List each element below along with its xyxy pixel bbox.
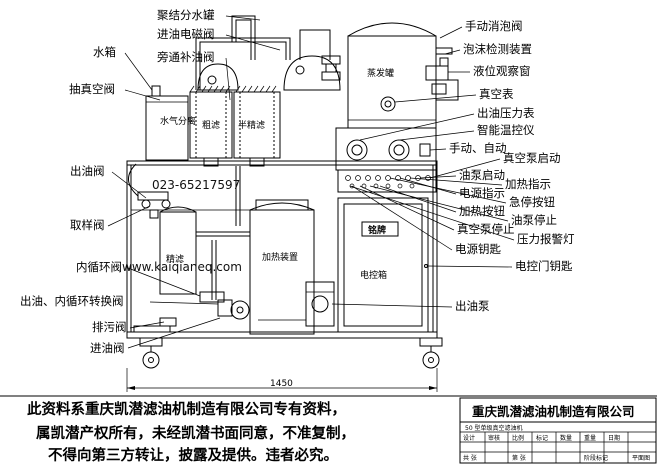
label-vacuum-valve: 抽真空阀: [69, 82, 115, 96]
label-emergency-stop: 急停按钮: [509, 195, 555, 209]
label-heating-button: 加热按钮: [459, 204, 505, 218]
label-power-key: 电源钥匙: [455, 242, 501, 256]
label-outlet-pressure-gauge: 出油压力表: [477, 106, 535, 120]
label-foam-detector: 泡沫检测装置: [463, 42, 532, 56]
machine-drawing: 蒸发罐 水气分离 粗滤: [126, 15, 459, 369]
label-outlet-valve: 出油阀: [70, 164, 105, 178]
title-cell-stage: 阶段标记: [584, 454, 608, 462]
label-oil-pump-stop: 油泵停止: [511, 213, 557, 227]
title-cell-scale: 比例: [512, 434, 524, 442]
vessel-top-left: [197, 63, 239, 91]
coarse-filter-label: 粗滤: [202, 119, 220, 131]
coarse-filter: 粗滤: [189, 91, 233, 167]
label-manual-auto: 手动、自动: [449, 141, 507, 155]
label-coalescing-separator: 聚结分水罐: [157, 8, 215, 22]
title-cell-mark: 标记: [536, 434, 548, 442]
heater-label: 加热装置: [262, 251, 298, 263]
label-oil-pump-start: 油泵启动: [459, 168, 505, 182]
label-vacuum-gauge: 真空表: [479, 87, 514, 101]
cabinet-label: 电控箱: [360, 269, 387, 281]
label-manual-defoam-valve: 手动消泡阀: [465, 19, 523, 33]
label-power-indicator: 电源指示: [459, 186, 505, 200]
footer-notice-line3: 不得向第三方转让，披露及提供。违者必究。: [48, 446, 338, 464]
title-cell-plan: 平面图: [632, 455, 650, 462]
label-vacuum-pump-stop: 真空泵停止: [457, 222, 515, 236]
cabinet-lock-icon: [424, 264, 428, 268]
label-outlet-circulation-switch-valve: 出油、内循环转换阀: [20, 294, 124, 308]
fine-filter: 精滤: [159, 206, 197, 295]
title-cell-date: 日期: [608, 434, 620, 442]
label-drain-valve: 排污阀: [92, 320, 127, 334]
label-heating-indicator: 加热指示: [505, 177, 551, 191]
label-cabinet-door-key: 电控门钥匙: [515, 259, 573, 273]
title-cell-sheet-no: 第 张: [512, 454, 526, 462]
title-block-model: 50 型单级真空滤油机: [465, 424, 523, 432]
vessel-top-right: [283, 55, 341, 91]
nameplate-label: 铭牌: [368, 224, 386, 236]
water-separator-label: 水气分离: [160, 115, 196, 127]
label-internal-circulation-valve: 内循环阀: [76, 260, 122, 274]
label-inlet-solenoid-valve: 进油电磁阀: [157, 27, 215, 41]
title-block-company: 重庆凯潜滤油机制造有限公司: [472, 404, 635, 419]
label-temperature-controller: 智能温控仪: [477, 123, 535, 137]
semi-fine-filter-label: 半精滤: [238, 119, 265, 131]
label-water-tank: 水箱: [93, 45, 116, 59]
dimension-line: 1450: [126, 368, 438, 392]
dimension-value: 1450: [270, 379, 293, 389]
footer-notice-line1: 此资料系重庆凯潜滤油机制造有限公司专有资料，: [27, 400, 346, 418]
semi-fine-filter: 半精滤: [233, 91, 281, 167]
title-cell-weight: 重量: [584, 434, 596, 442]
label-sampling-valve: 取样阀: [70, 218, 105, 232]
heater-unit: 加热装置: [249, 199, 315, 335]
footer-notice-line2: 属凯潜产权所有，未经凯潜书面同意，不准复制，: [36, 424, 355, 442]
title-cell-qty: 数量: [560, 434, 572, 442]
label-vacuum-pump-start: 真空泵启动: [503, 151, 561, 165]
vacuum-gauge-icon: [380, 96, 396, 112]
electric-cabinet: 铭牌 电控箱: [337, 197, 429, 333]
wheel-right: [419, 337, 443, 369]
label-bypass-fill-valve: 旁通补油阀: [157, 50, 215, 64]
label-outlet-pump: 出油泵: [455, 299, 490, 313]
title-cell-design: 设计: [463, 434, 475, 442]
water-separator: 水气分离: [145, 85, 196, 161]
title-block: 重庆凯潜滤油机制造有限公司 50 型单级真空滤油机 设计 审核 比例 标记 数量…: [459, 397, 657, 464]
watermark-website: www.kaiqianeq.com: [122, 260, 242, 274]
outlet-pressure-gauge-icon: [346, 139, 368, 161]
watermark-phone: 023-65217597: [152, 178, 240, 192]
footer: 此资料系重庆凯潜滤油机制造有限公司专有资料， 属凯潜产权所有，未经凯潜书面同意，…: [0, 395, 657, 464]
label-inlet-valve: 进油阀: [90, 341, 125, 355]
wheel-left: [139, 337, 163, 369]
temperature-controller-icon: [388, 139, 410, 161]
callout-labels: 聚结分水罐 进油电磁阀 旁通补油阀 水箱 抽真空阀 出油阀 取样阀 内循环阀 出…: [20, 8, 575, 355]
left-valves: [128, 163, 171, 219]
title-cell-total-sheets: 共 张: [463, 454, 477, 462]
title-cell-review: 审核: [488, 434, 500, 442]
leader-lines: [107, 15, 515, 349]
label-pressure-alarm-lamp: 压力报警灯: [517, 232, 575, 246]
label-level-window: 液位观察窗: [473, 64, 531, 78]
fine-filter-label: 精滤: [166, 253, 184, 265]
tank-label: 蒸发罐: [367, 67, 394, 79]
